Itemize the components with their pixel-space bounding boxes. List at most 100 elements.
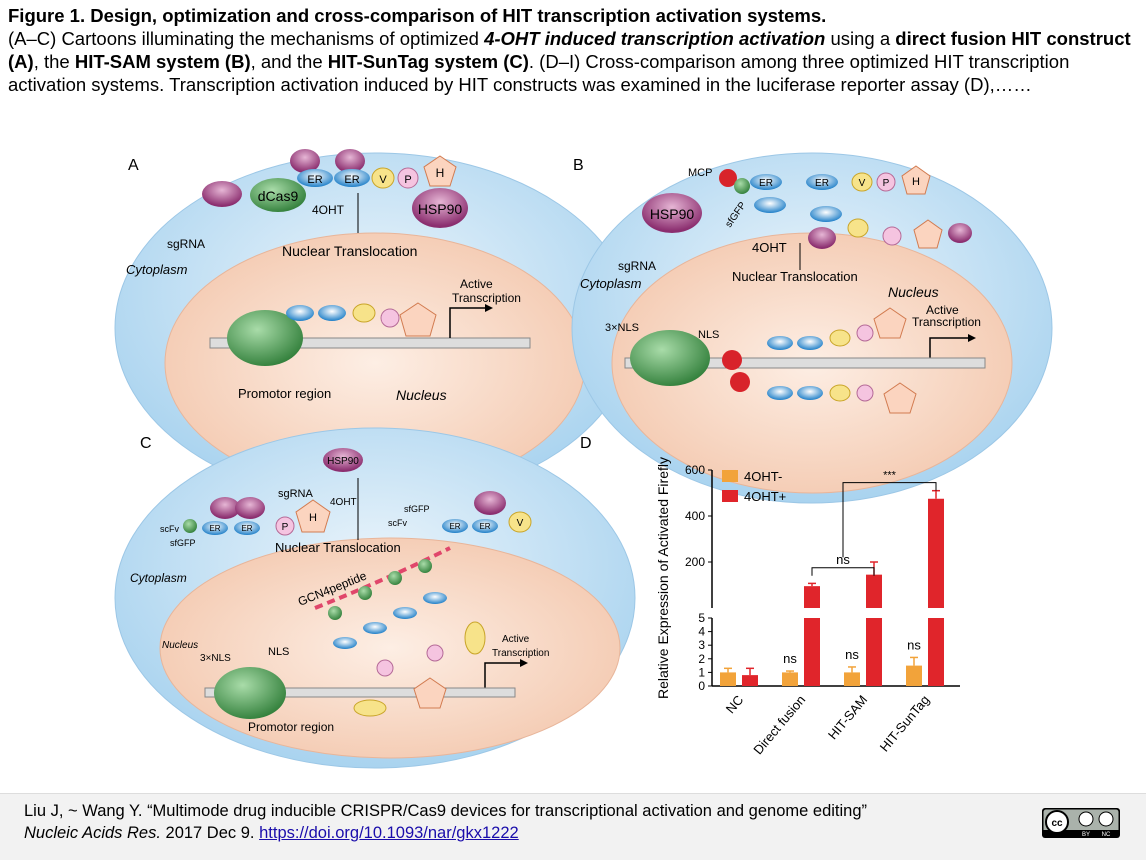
panel-b-dna	[624, 357, 986, 369]
panel-b-v-domain	[851, 172, 873, 192]
chart-bar	[804, 586, 820, 608]
panel-b-h-label: H	[912, 176, 920, 188]
panel-c-scfv-label: scFv	[388, 518, 407, 528]
panel-a-cytoplasm-label: Cytoplasm	[126, 262, 188, 277]
panel-c-bound-arrays	[328, 559, 486, 717]
panel-b-h-bound	[883, 382, 917, 414]
panel-a-hsp90-label: HSP90	[418, 201, 463, 217]
panel-c-nucleus-shape	[159, 537, 621, 759]
panel-b-nucleus-label: Nucleus	[888, 284, 939, 300]
panel-b-v-bound	[829, 384, 851, 402]
panel-c-h-label: H	[309, 512, 317, 524]
panel-c-v-label: V	[517, 518, 524, 529]
panel-c-active-label-2: Transcription	[492, 648, 549, 659]
panel-b-er-bound	[767, 386, 793, 400]
panel-c-er-bound	[423, 592, 447, 604]
chart-x-tick-label: NC	[723, 692, 747, 716]
cc-by-label: BY	[1082, 832, 1090, 838]
panel-c-sfgfp-label: sfGFP	[404, 504, 430, 514]
panel-c-promotor-label: Promotor region	[248, 720, 334, 734]
chart-ns-annotation: ns	[845, 647, 859, 662]
panel-a-er-domain	[334, 169, 370, 187]
panel-a-active-arrow	[449, 307, 485, 338]
panel-b-translocation-label: Nuclear Translocation	[732, 269, 858, 284]
panel-c-er-domain	[442, 519, 468, 533]
panel-c-hsp90-label: HSP90	[327, 456, 359, 467]
panel-c-active-label-1: Active	[502, 634, 530, 645]
caption-text-3: , the	[33, 51, 75, 72]
panel-c-nucleus-label: Nucleus	[162, 640, 198, 651]
panel-c-hsp90-shape	[323, 448, 363, 472]
chart-x-tick-label: HIT-SunTag	[877, 692, 933, 754]
panel-c-v-domain	[508, 511, 532, 533]
citation-bar: Liu J, ~ Wang Y. “Multimode drug inducib…	[0, 793, 1146, 860]
panel-c-h-domain	[295, 499, 331, 533]
panel-a-dcas9-bound	[227, 310, 303, 366]
chart-bar	[844, 672, 860, 686]
panel-c-4oht-label: 4OHT	[330, 497, 357, 508]
panel-c-er-domain	[202, 521, 228, 535]
panel-c: C HSP90 sgRNA 4OHT scFv sfGFP ER ER P H …	[114, 427, 636, 769]
panel-a-er-label: ER	[307, 174, 322, 186]
panel-a-p-domain	[397, 167, 419, 189]
panel-b-bound-arrays	[767, 307, 917, 414]
panel-a-p-label: P	[404, 174, 411, 186]
panel-a-active-label-1: Active	[460, 277, 493, 291]
panel-c-active-arrow	[484, 662, 520, 688]
caption-bold-c: HIT-SunTag system (C)	[327, 51, 529, 72]
panel-a-translocation-label: Nuclear Translocation	[282, 243, 417, 259]
citation-journal: Nucleic Acids Res.	[24, 824, 161, 842]
panel-b-v-bound	[829, 329, 851, 347]
panel-c-p-bound	[426, 644, 444, 662]
panel-c-h-bound	[413, 677, 447, 709]
panel-b-er-bound	[767, 336, 793, 350]
panel-a-letter: A	[128, 157, 139, 174]
panel-c-active-arrowhead	[520, 659, 528, 667]
panel-b-p-label: P	[883, 178, 890, 189]
panel-b-h-domain	[913, 219, 943, 249]
panel-a-purple-protein	[290, 149, 320, 173]
citation-authors-title: Liu J, ~ Wang Y. “Multimode drug inducib…	[24, 802, 868, 820]
panel-b-cytoplasm-label: Cytoplasm	[580, 276, 642, 291]
panel-b-active-arrowhead	[968, 334, 976, 342]
chart-significance-label: ***	[883, 470, 897, 482]
panel-c-sfgfp-shape	[183, 519, 197, 533]
panel-c-scfv-label: scFv	[160, 524, 179, 534]
panel-b-p-bound	[856, 324, 874, 342]
caption-body: (A–C) Cartoons illuminating the mechanis…	[8, 27, 1133, 96]
cc-text: cc	[1051, 818, 1063, 829]
chart-y-tick-label: 1	[698, 665, 705, 679]
chart-ns-annotation: ns	[907, 637, 921, 652]
panel-a-v-bound	[352, 303, 376, 323]
panel-c-er-domain	[234, 521, 260, 535]
panel-c-sfgfp-bound	[388, 571, 402, 585]
cc-nc-icon	[1098, 811, 1114, 827]
citation-doi-link[interactable]: https://doi.org/10.1093/nar/gkx1222	[259, 824, 519, 842]
chart-legend-swatch	[722, 470, 738, 482]
panel-b-sfgfp-shape	[734, 178, 750, 194]
panel-b-er-label: ER	[759, 178, 773, 189]
panel-a-v-label: V	[379, 174, 387, 186]
panel-b-3nls-label: 3×NLS	[605, 322, 639, 334]
panel-c-sfgfp-bound	[358, 586, 372, 600]
panel-b-er-label: ER	[815, 178, 829, 189]
caption-text-5: . (D–I) Cross-comparison among three opt…	[8, 51, 1070, 95]
panel-a-active-arrowhead	[485, 304, 493, 312]
panel-a-h-label: H	[436, 166, 445, 180]
chart-bar	[866, 574, 882, 608]
panel-b-letter: B	[573, 157, 584, 174]
chart-bracket	[811, 567, 875, 576]
panel-a-active-label-2: Transcription	[452, 291, 521, 305]
panel-c-sfgfp-bound	[418, 559, 432, 573]
chart-y-tick-label: 4	[698, 625, 705, 639]
caption-text-4: , and the	[250, 51, 328, 72]
panel-c-sgrna-label: sgRNA	[278, 488, 314, 500]
panel-b-dcas9-bound	[630, 330, 710, 386]
panel-c-purple-protein	[210, 497, 240, 519]
panel-b-mcp-bound	[722, 350, 742, 370]
chart-bracket-ns: ns	[836, 552, 850, 567]
panel-c-p-bound	[376, 659, 394, 677]
cc-nc-label: NC	[1102, 832, 1111, 838]
panel-a-promotor-label: Promotor region	[238, 386, 331, 401]
